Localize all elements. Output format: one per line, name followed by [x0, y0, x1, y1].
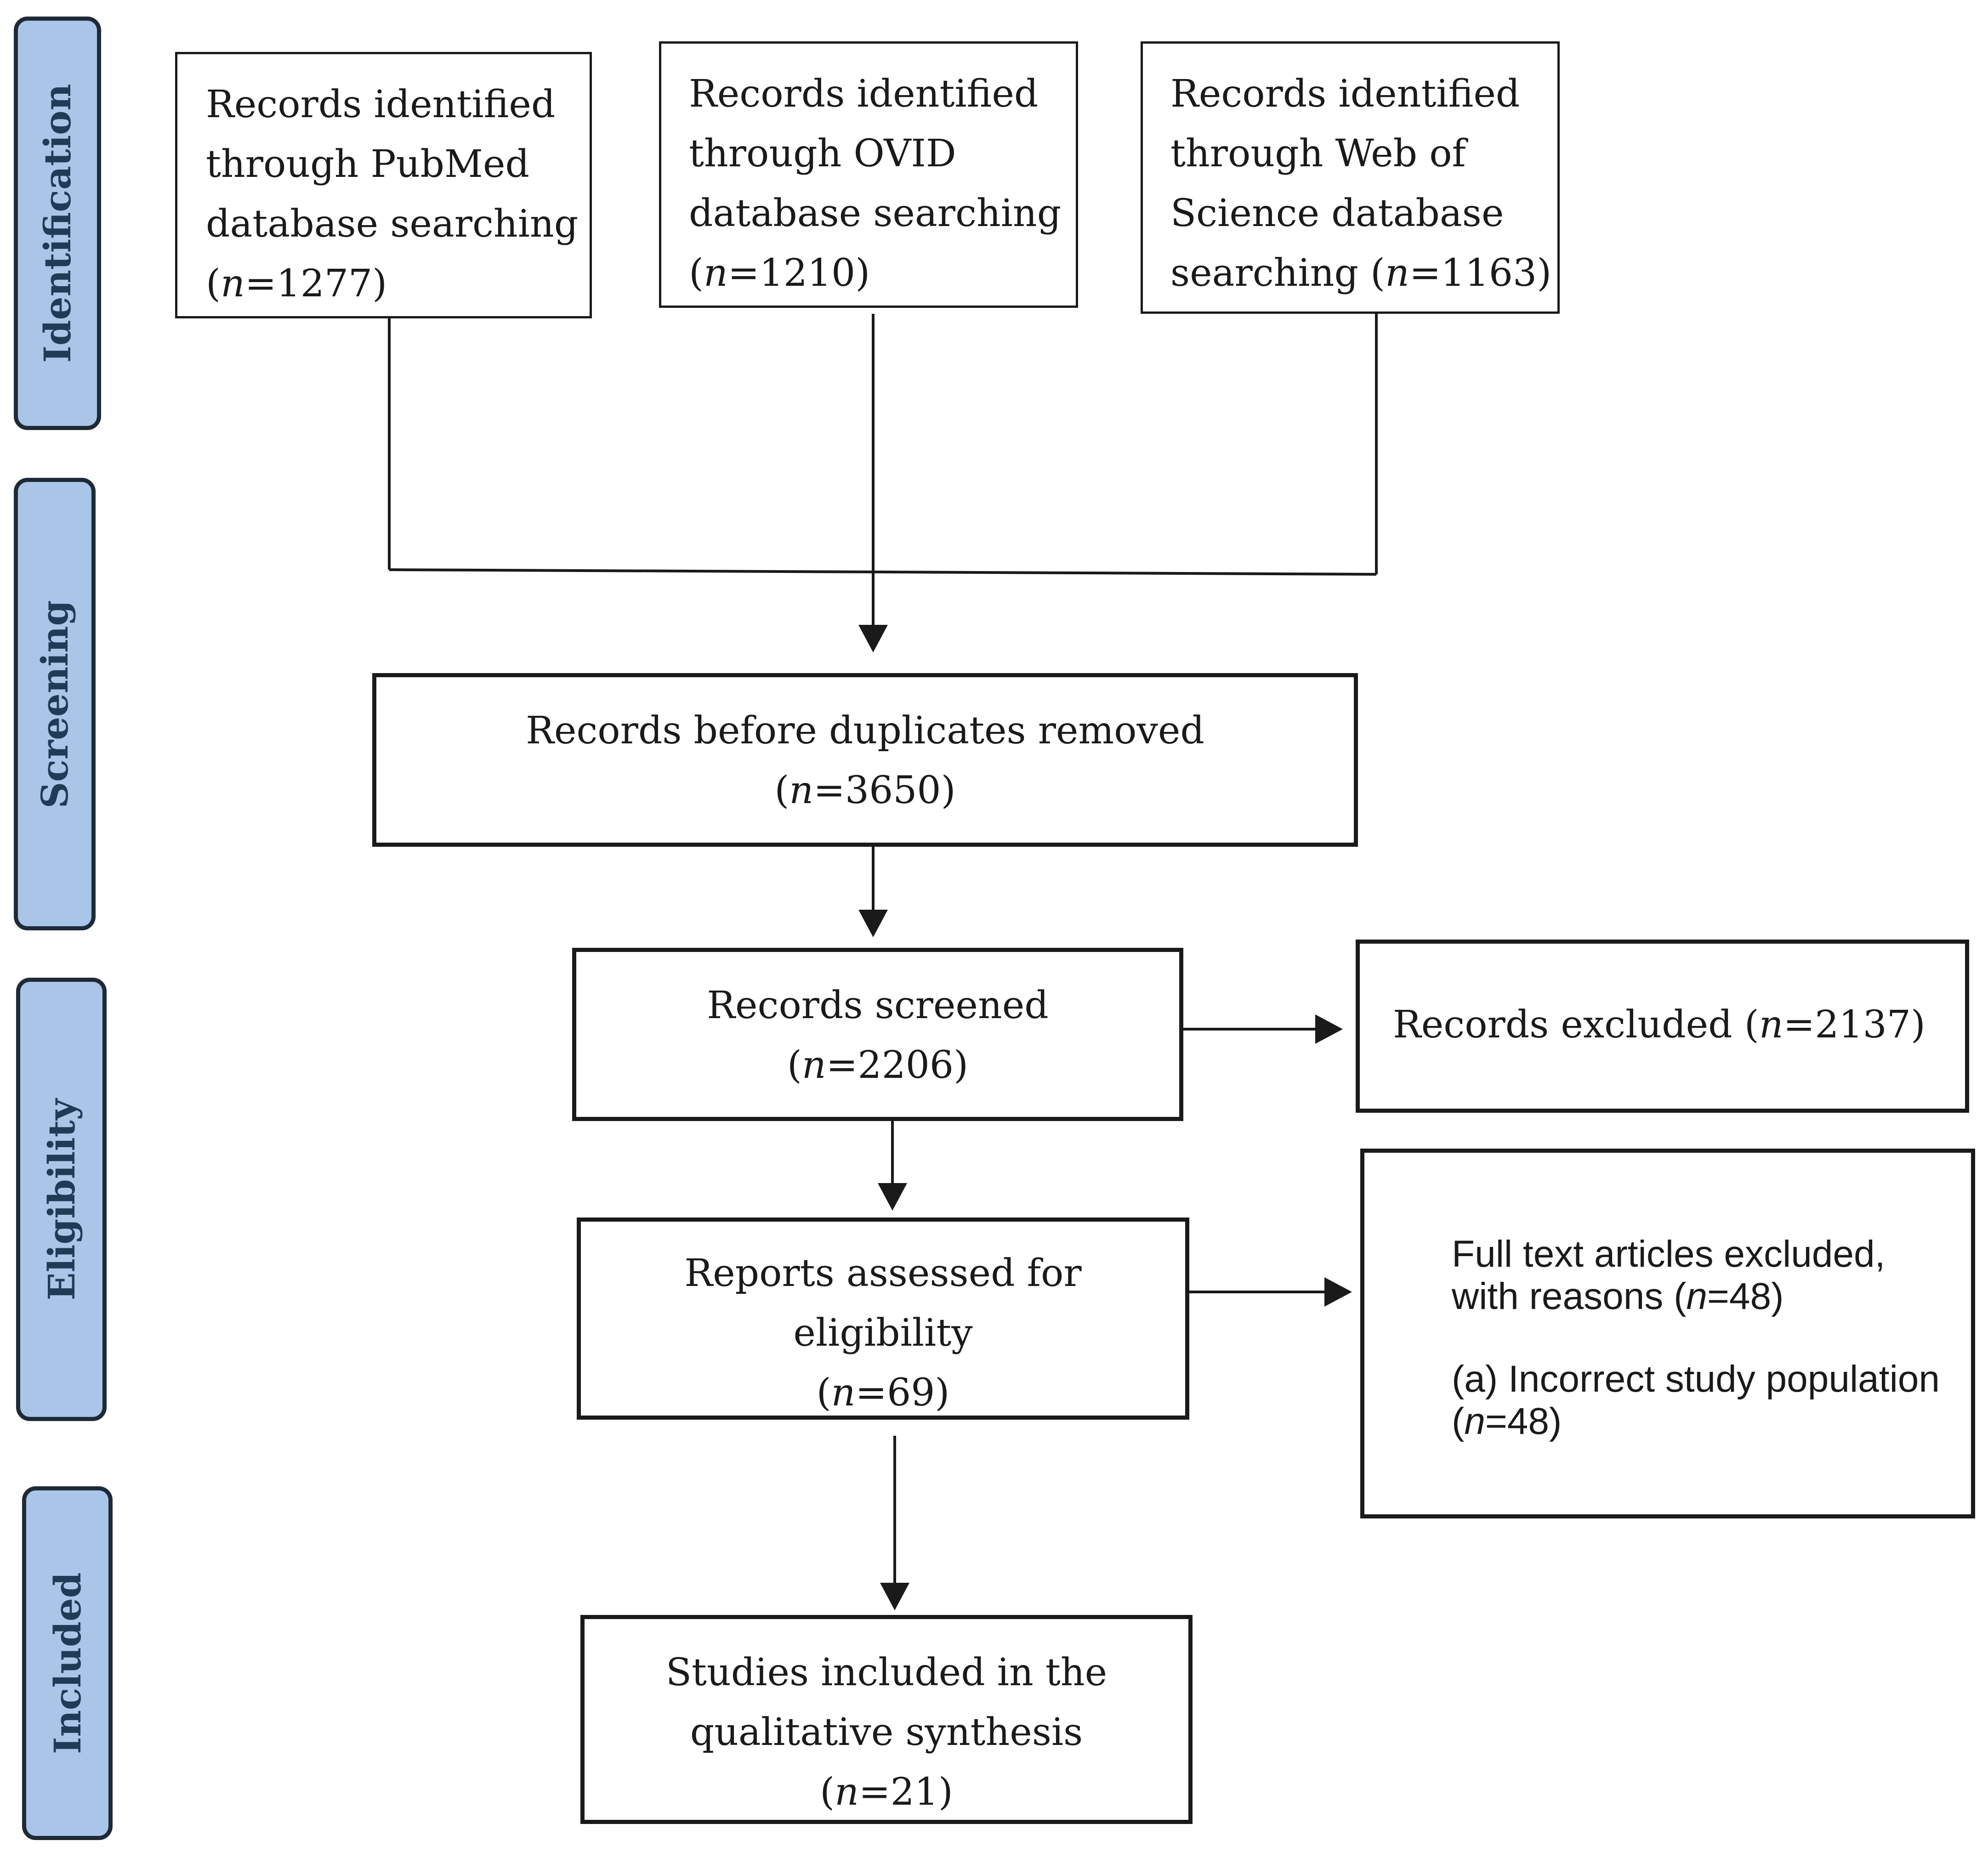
before-duplicates-count: (n=3650) — [774, 769, 956, 812]
arrow-ovid-to-duplicates — [858, 314, 888, 652]
ovid-line-1: Records identified — [689, 72, 1039, 116]
fulltext-excluded-reason: (a) Incorrect study population — [1452, 1358, 1940, 1400]
pubmed-records-box: Records identified through PubMed databa… — [175, 52, 592, 318]
pubmed-count: (n=1277) — [206, 262, 387, 306]
records-screened-title: Records screened — [707, 984, 1049, 1027]
phase-screening: Screening — [14, 478, 96, 930]
phase-included: Included — [22, 1486, 113, 1840]
records-excluded-box: Records excluded (n=2137) — [1356, 940, 1969, 1113]
phase-eligibility: Eligibility — [16, 978, 107, 1421]
records-excluded-text: Records excluded (n=2137) — [1393, 1003, 1926, 1047]
connector-merge — [389, 568, 1377, 576]
fulltext-excluded-line-1: Full text articles excluded, — [1452, 1233, 1886, 1275]
wos-records-box: Records identified through Web of Scienc… — [1141, 41, 1560, 314]
records-screened-count: (n=2206) — [787, 1043, 969, 1087]
records-screened-box: Records screened (n=2206) — [572, 948, 1183, 1121]
before-duplicates-box: Records before duplicates removed (n=365… — [372, 673, 1358, 847]
studies-included-count: (n=21) — [820, 1770, 953, 1814]
wos-count: searching (n=1163) — [1170, 251, 1552, 295]
fulltext-excluded-reason-count: (n=48) — [1452, 1400, 1562, 1442]
fulltext-excluded-box: Full text articles excluded, with reason… — [1360, 1149, 1975, 1518]
pubmed-line-3: database searching — [206, 202, 579, 246]
arrow-screened-to-excluded — [1183, 1014, 1343, 1044]
fulltext-excluded-line-2: with reasons (n=48) — [1452, 1275, 1784, 1317]
studies-included-box: Studies included in the qualitative synt… — [580, 1615, 1193, 1824]
ovid-records-box: Records identified through OVID database… — [659, 41, 1078, 308]
arrow-duplicates-to-screened — [858, 847, 888, 937]
wos-line-1: Records identified — [1170, 72, 1520, 116]
ovid-count: (n=1210) — [689, 251, 870, 295]
ovid-line-2: through OVID — [689, 132, 956, 176]
phase-identification: Identification — [14, 17, 101, 430]
reports-assessed-line-2: eligibility — [793, 1311, 973, 1355]
ovid-line-3: database searching — [689, 192, 1062, 235]
arrow-screened-to-assessed — [878, 1121, 907, 1211]
reports-assessed-count: (n=69) — [816, 1371, 950, 1415]
studies-included-line-1: Studies included in the — [665, 1651, 1108, 1694]
before-duplicates-title: Records before duplicates removed — [526, 709, 1204, 753]
reports-assessed-box: Reports assessed for eligibility (n=69) — [577, 1218, 1189, 1420]
arrow-assessed-to-fulltext-excluded — [1189, 1277, 1352, 1307]
wos-line-3: Science database — [1170, 192, 1504, 235]
arrow-assessed-to-included — [880, 1436, 909, 1610]
pubmed-line-2: through PubMed — [206, 142, 529, 186]
wos-line-2: through Web of — [1170, 132, 1466, 176]
studies-included-line-2: qualitative synthesis — [690, 1710, 1083, 1754]
reports-assessed-line-1: Reports assessed for — [684, 1252, 1082, 1295]
pubmed-line-1: Records identified — [206, 83, 556, 126]
